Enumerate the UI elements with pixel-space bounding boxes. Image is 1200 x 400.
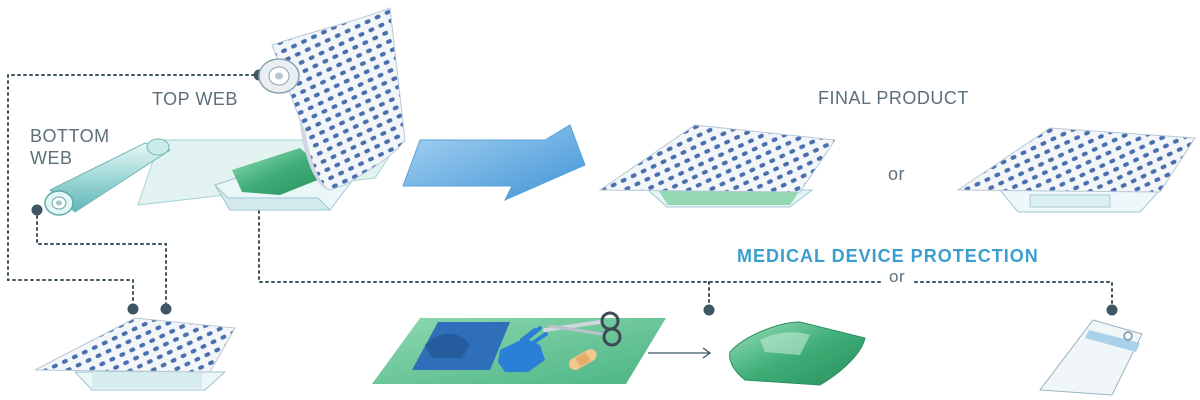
small-package [34,317,236,391]
gloves [498,338,545,372]
medical-kit-mat [372,311,666,384]
top-web-roll [258,7,406,191]
or-label-final: or [888,164,906,184]
connector-lines [7,74,1113,309]
scissors-icon [543,311,622,347]
final-package-green-insert [598,124,836,208]
connector-tray [258,174,883,283]
final-product-label: FINAL PRODUCT [818,88,969,108]
bottom-web-label: BOTTOM WEB [30,126,110,168]
or-label-protection: or [889,267,906,286]
kit-to-pouch-arrow [648,347,712,359]
top-web-label: TOP WEB [152,89,238,109]
bandage-icon [569,349,597,370]
header-bag [1039,319,1143,396]
green-pouch [729,321,866,386]
medical-device-protection-label: MEDICAL DEVICE PROTECTION [737,246,1039,266]
connector-right [914,281,1113,309]
gown-neck [425,333,470,358]
connector-top-web [7,74,273,305]
connector-bottom-web [36,209,167,305]
final-package-clear-insert [956,127,1196,213]
process-arrow [402,124,586,202]
